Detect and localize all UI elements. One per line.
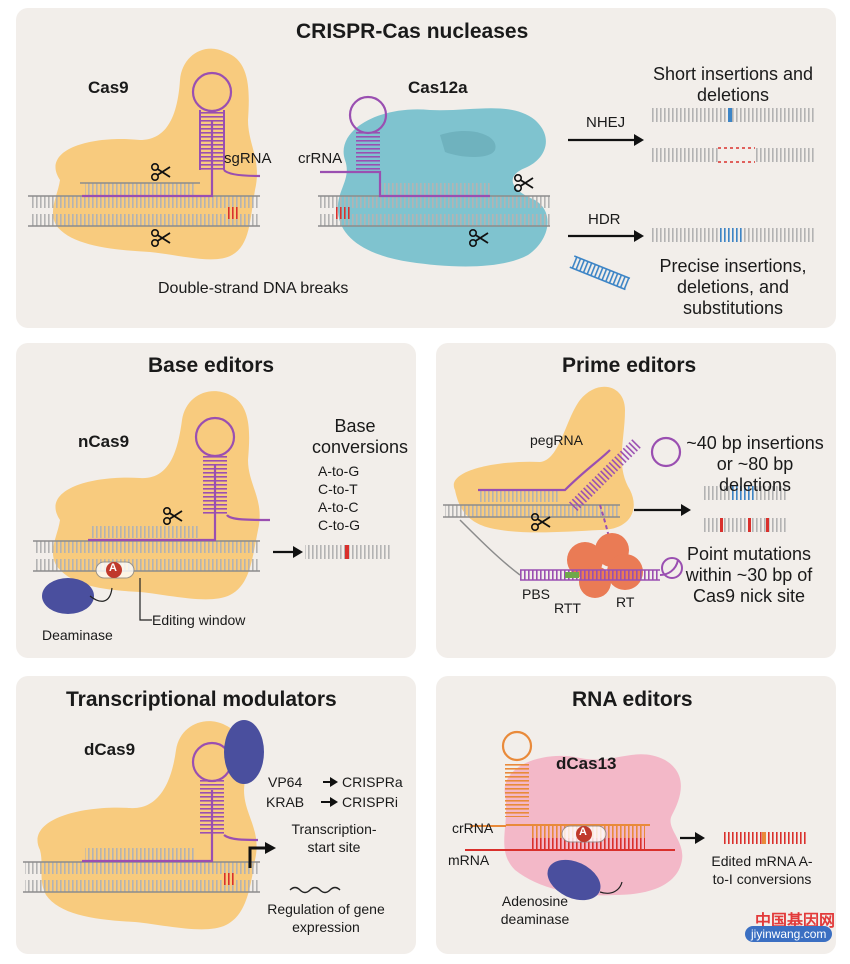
dcas13-label: dCas13 — [556, 754, 617, 773]
transcription-start-site-label: Transcription-start site — [291, 821, 377, 855]
nhej-label: NHEJ — [586, 114, 626, 131]
pbs-label: PBS — [522, 586, 551, 602]
editing-base-letter: A — [109, 562, 117, 574]
scissors-icon — [513, 173, 534, 193]
rna-editors-title: RNA editors — [572, 688, 693, 711]
nucleases-title: CRISPR-Cas nucleases — [296, 20, 529, 43]
double-strand-breaks-label: Double-strand DNA breaks — [158, 280, 349, 297]
base-conversions-title: Base conversions — [312, 416, 409, 457]
watermark-url: jiyinwang.com — [745, 926, 833, 942]
edited-mrna-label: Edited mRNA A-to-I conversions — [711, 853, 813, 887]
point-mutations-label: Point mutations within ~30 bp of Cas9 ni… — [685, 544, 813, 606]
deaminase-label: Deaminase — [42, 627, 113, 643]
prime-editors-title: Prime editors — [562, 354, 697, 377]
watermark-cn: 中国基因网 — [755, 913, 836, 930]
precise-edits-label: Precise insertions, deletions, and subst… — [659, 256, 807, 318]
pegrna-label: pegRNA — [530, 432, 583, 448]
hdr-label: HDR — [588, 211, 621, 228]
dcas9-protein-blob — [37, 721, 257, 930]
effector-domain-blob — [224, 720, 264, 784]
rna-crrna-label: crRNA — [452, 820, 494, 836]
cas9-label: Cas9 — [88, 78, 129, 97]
editing-window-label: Editing window — [152, 612, 246, 628]
rna-base-letter: A — [579, 826, 587, 838]
crrna-label: crRNA — [298, 150, 343, 167]
crispri-label: CRISPRi — [342, 794, 399, 810]
krab-label: KRAB — [266, 794, 305, 810]
short-insertions-label: Short insertions and deletions — [652, 64, 814, 105]
transcriptional-title: Transcriptional modulators — [66, 688, 337, 711]
cas12a-label: Cas12a — [408, 78, 468, 97]
sgrna-label: sgRNA — [224, 150, 272, 167]
rtt-label: RTT — [554, 600, 581, 616]
adenosine-deaminase-label: Adenosine deaminase — [500, 893, 570, 927]
mrna-label: mRNA — [448, 852, 490, 868]
vp64-label: VP64 — [268, 774, 303, 790]
base-editors-title: Base editors — [148, 354, 275, 377]
conversion-c-to-g: C-to-G — [318, 517, 360, 533]
dcas9-label: dCas9 — [84, 740, 136, 759]
ncas9-label: nCas9 — [78, 432, 130, 451]
prime-indels-label: ~40 bp insertions or ~80 bp deletions — [686, 433, 824, 495]
deaminase-blob — [42, 578, 94, 614]
conversion-a-to-c: A-to-C — [318, 499, 359, 515]
regulation-label: Regulation of gene expression — [267, 901, 385, 935]
conversion-a-to-g: A-to-G — [318, 463, 360, 479]
adenosine-deaminase-blob — [547, 859, 601, 901]
conversion-c-to-t: C-to-T — [318, 481, 358, 497]
crispra-label: CRISPRa — [342, 774, 403, 790]
rt-label: RT — [616, 594, 635, 610]
